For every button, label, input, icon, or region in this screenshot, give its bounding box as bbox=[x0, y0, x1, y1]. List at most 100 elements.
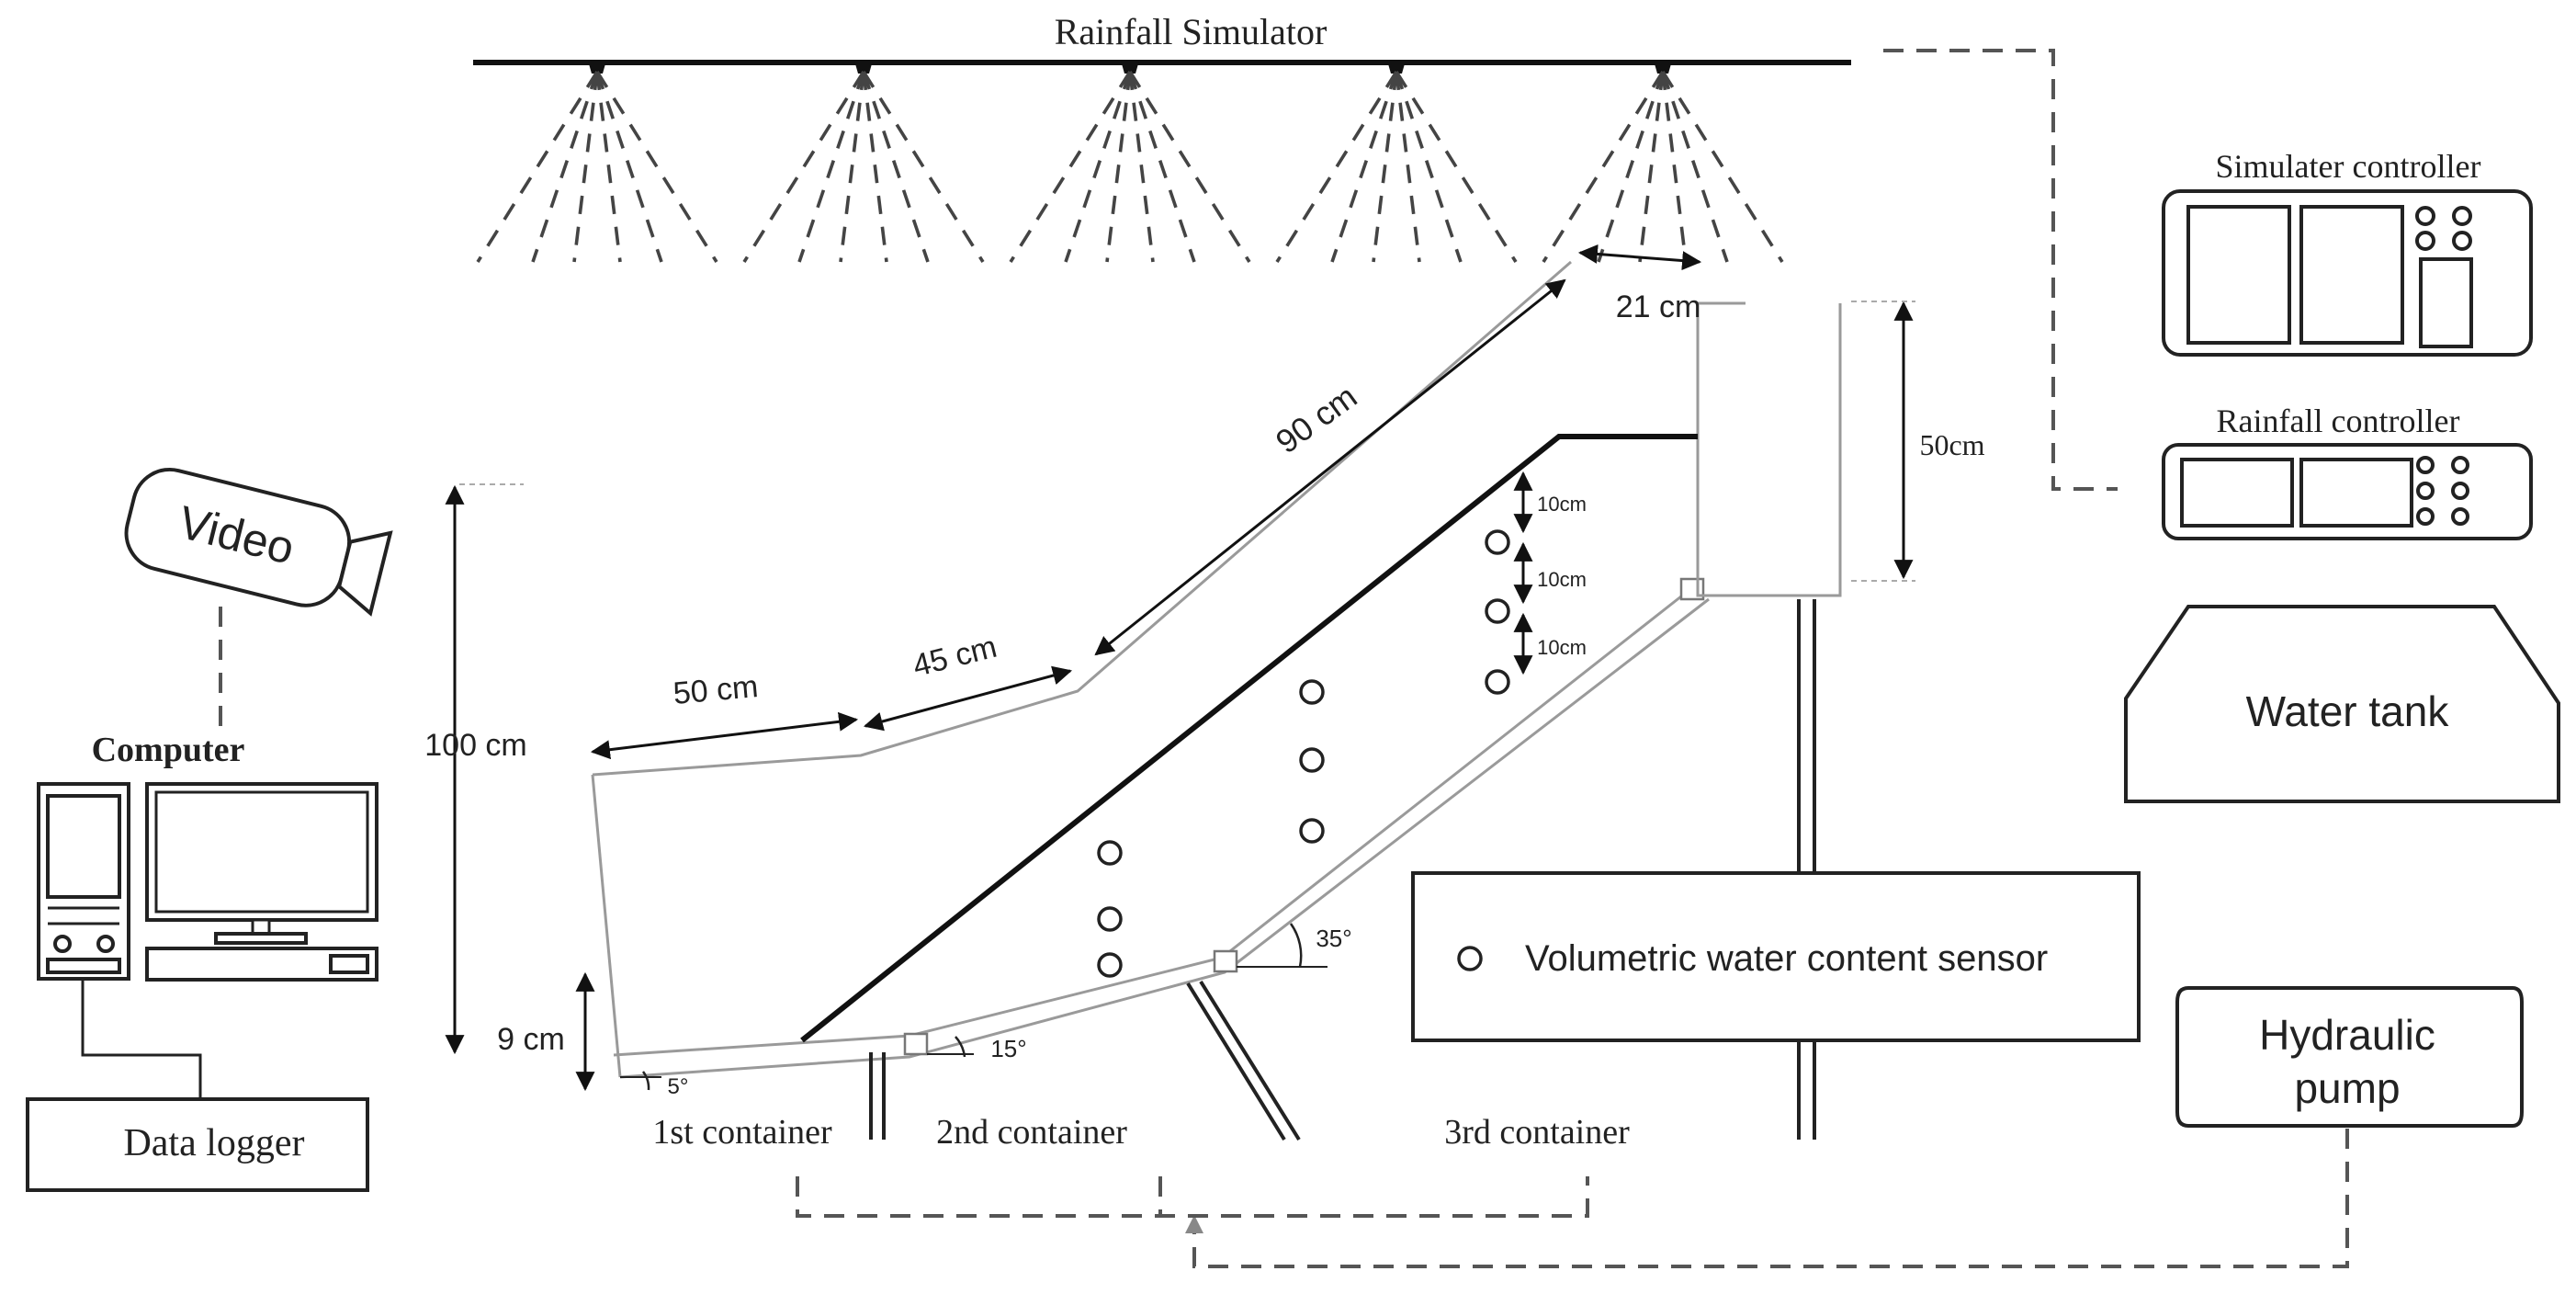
data-logger: Data logger bbox=[26, 1097, 369, 1192]
logger-cable bbox=[81, 980, 202, 1099]
dim-21cm: 21 cm bbox=[1616, 289, 1701, 324]
nozzle-icon bbox=[1654, 61, 1672, 74]
data-logger-label: Data logger bbox=[123, 1122, 304, 1164]
sensor bbox=[1097, 840, 1123, 866]
rainfall-screen-left bbox=[2180, 458, 2294, 528]
data-logger-box bbox=[26, 1097, 369, 1192]
spray-line bbox=[1395, 71, 1463, 263]
sensor bbox=[1485, 669, 1510, 695]
flume-floor-bottom bbox=[619, 597, 1710, 1079]
spray-line bbox=[1064, 71, 1132, 263]
spray-line bbox=[1330, 71, 1398, 263]
water-tank-shape bbox=[2124, 605, 2560, 803]
spray-line bbox=[476, 71, 599, 263]
container3-label: 3rd container bbox=[1444, 1113, 1630, 1152]
spray-line bbox=[595, 71, 663, 263]
spray-line bbox=[1395, 71, 1518, 263]
spray-line bbox=[1661, 71, 1688, 263]
water-tank-label: Water tank bbox=[2246, 687, 2450, 735]
rainfall-controller-label: Rainfall controller bbox=[2217, 403, 2460, 439]
simulator-screen-right bbox=[2299, 205, 2404, 345]
rainfall-simulator-label: Rainfall Simulator bbox=[1055, 11, 1328, 52]
spray-line bbox=[797, 71, 865, 263]
simulator-screen-left bbox=[2186, 205, 2291, 345]
nozzle-icon bbox=[1387, 61, 1406, 74]
dim-50cm-top: 50cm bbox=[1919, 428, 1984, 461]
container1-label: 1st container bbox=[652, 1113, 832, 1152]
top-container bbox=[1696, 303, 1842, 597]
pump-line-arrow bbox=[1185, 1215, 1203, 1233]
nozzle-icon bbox=[854, 61, 873, 74]
dim-45cm: 45 cm bbox=[910, 630, 1000, 684]
dim-50cm: 50 cm bbox=[672, 669, 760, 711]
spray-line bbox=[1009, 71, 1132, 263]
simulator-controller: Simulater controller bbox=[2162, 148, 2533, 357]
hydraulic-pump-label-1: Hydraulic bbox=[2259, 1011, 2435, 1059]
hydraulic-pump-box bbox=[2175, 986, 2524, 1128]
dimensions: 21 cm 90 cm 45 cm 50 cm 50cm 100 cm 9 cm… bbox=[424, 244, 1985, 1092]
dim-10cm-b: 10cm bbox=[1537, 568, 1587, 591]
angle-35: 35° bbox=[1316, 925, 1351, 952]
sensor bbox=[1299, 679, 1325, 705]
spray-line bbox=[1105, 71, 1132, 263]
pump-line bbox=[1192, 1129, 2349, 1268]
spray-line bbox=[1128, 71, 1251, 263]
spray-line bbox=[839, 71, 865, 263]
simulator-controller-label: Simulater controller bbox=[2216, 148, 2481, 185]
spray-line bbox=[1661, 71, 1729, 263]
spray-line bbox=[1597, 71, 1665, 263]
angle-15: 15° bbox=[990, 1035, 1026, 1062]
dim-10cm-c: 10cm bbox=[1537, 636, 1587, 659]
spray-line bbox=[531, 71, 599, 263]
computer-label: Computer bbox=[92, 731, 245, 769]
spray-line bbox=[595, 71, 622, 263]
simulator-panel bbox=[2419, 257, 2473, 348]
sensor bbox=[1097, 906, 1123, 932]
dim-9cm: 9 cm bbox=[497, 1022, 565, 1057]
spray-line bbox=[1638, 71, 1665, 263]
computer: Computer bbox=[37, 731, 378, 982]
water-tank: Water tank bbox=[2124, 605, 2560, 803]
sensor-legend: Volumetric water content sensor bbox=[1411, 871, 2141, 1042]
sensor bbox=[1097, 952, 1123, 978]
angle-5: 5° bbox=[668, 1074, 689, 1099]
dim-90cm: 90 cm bbox=[1269, 377, 1363, 460]
spray-line bbox=[595, 71, 718, 263]
nozzle-icon bbox=[588, 61, 606, 74]
hydraulic-pump-label-2: pump bbox=[2294, 1064, 2400, 1112]
container2-label: 2nd container bbox=[936, 1113, 1127, 1152]
sensor-legend-icon bbox=[1457, 946, 1483, 971]
spray-line bbox=[862, 71, 888, 263]
video-camera: Video bbox=[124, 467, 393, 617]
spray-line bbox=[1661, 71, 1784, 263]
rainfall-controller: Rainfall controller bbox=[2162, 403, 2533, 540]
spray-line bbox=[742, 71, 865, 263]
spray-line bbox=[862, 71, 930, 263]
spray-line bbox=[1275, 71, 1398, 263]
video-camera-lens bbox=[336, 530, 393, 617]
sensor bbox=[1299, 818, 1325, 844]
sensor-legend-box bbox=[1411, 871, 2141, 1042]
computer-keyboard bbox=[145, 947, 378, 982]
sensor bbox=[1485, 598, 1510, 624]
spray-line bbox=[1395, 71, 1421, 263]
rainfall-simulator: Rainfall Simulator bbox=[473, 11, 1851, 263]
dim-100cm: 100 cm bbox=[424, 728, 527, 763]
angle-markers: 5° 15° 35° bbox=[620, 923, 1352, 1099]
control-line bbox=[1883, 49, 2118, 491]
sensor bbox=[1299, 747, 1325, 773]
spray-line bbox=[862, 71, 985, 263]
hydraulic-pump: Hydraulic pump bbox=[2175, 986, 2524, 1128]
rainfall-screen-right bbox=[2299, 458, 2413, 528]
nozzle-icon bbox=[1121, 61, 1139, 74]
container-drain-line bbox=[796, 1176, 1589, 1218]
sensor bbox=[1485, 529, 1510, 555]
spray-line bbox=[1372, 71, 1398, 263]
nozzle-group bbox=[476, 61, 1784, 263]
spray-line bbox=[1128, 71, 1155, 263]
spray-line bbox=[1542, 71, 1665, 263]
sensor-legend-label: Volumetric water content sensor bbox=[1525, 938, 2048, 979]
dim-10cm-a: 10cm bbox=[1537, 493, 1587, 516]
spray-line bbox=[572, 71, 599, 263]
